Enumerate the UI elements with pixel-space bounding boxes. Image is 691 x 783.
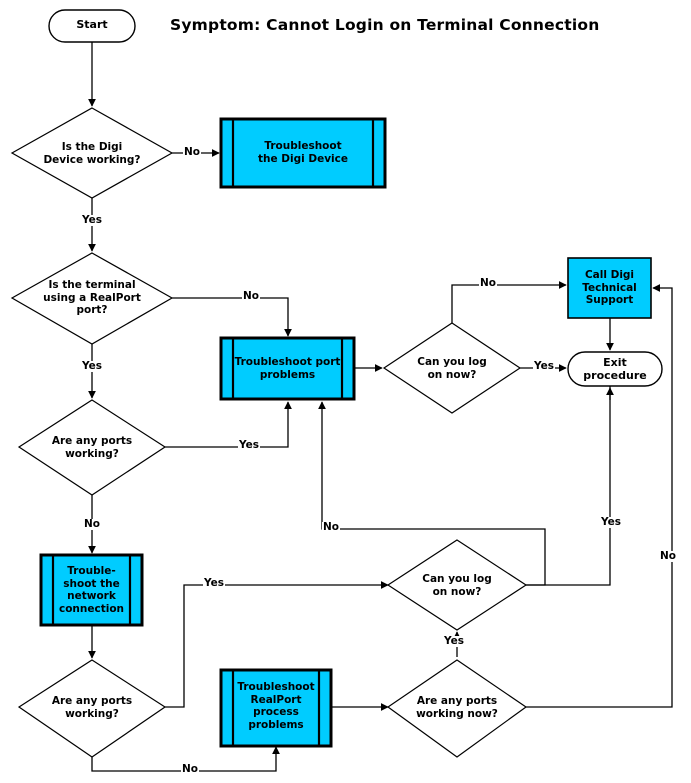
edge-q-ports1-yes — [165, 401, 292, 448]
node-q-ports-working-now[interactable] — [386, 659, 528, 758]
node-troubleshoot-realport-process[interactable] — [219, 668, 333, 748]
edge-label-q-realport-yes: Yes — [81, 360, 104, 372]
node-q-ports-working-1[interactable] — [17, 399, 167, 496]
page-title: Symptom: Cannot Login on Terminal Connec… — [170, 16, 600, 34]
edge-label-ports-now-yes: Yes — [443, 635, 466, 647]
edge-label-logon-top-no: No — [479, 277, 498, 289]
edge-label-logon-bottom-yes: Yes — [600, 516, 623, 528]
edge-label-logon-bottom-no: No — [322, 521, 341, 533]
edge-ports-now-no — [526, 284, 673, 708]
edge-label-q-ports2-no: No — [181, 763, 200, 775]
edge-q-realport-no — [172, 297, 292, 337]
edge-logon-bottom-yes-path — [526, 386, 611, 586]
edge-label-ports-now-no: No — [659, 550, 678, 562]
node-q-logon-top[interactable] — [382, 322, 522, 414]
edge-label-q-ports1-yes: Yes — [238, 439, 261, 451]
edge-label-q-realport-no: No — [242, 290, 261, 302]
edge-label-q-ports2-yes: Yes — [203, 577, 226, 589]
node-troubleshoot-port-problems[interactable] — [219, 336, 356, 401]
edge-logon-top-no — [451, 281, 567, 323]
node-exit-procedure[interactable] — [567, 351, 663, 387]
node-troubleshoot-network[interactable] — [39, 553, 144, 627]
flow-shapes — [10, 9, 663, 758]
node-q-logon-bottom[interactable] — [386, 539, 528, 631]
node-call-digi-support[interactable] — [567, 257, 652, 319]
node-troubleshoot-digi[interactable] — [219, 117, 387, 189]
node-start[interactable] — [48, 9, 136, 43]
node-q-digi-device[interactable] — [10, 107, 174, 199]
edge-label-q-digi-yes: Yes — [81, 214, 104, 226]
edge-label-logon-top-yes: Yes — [533, 360, 556, 372]
edge-label-q-ports1-no: No — [83, 518, 102, 530]
node-q-ports-working-2[interactable] — [17, 659, 167, 758]
edge-label-q-digi-no: No — [183, 146, 202, 158]
edge-q-ports2-yes — [165, 581, 389, 708]
node-q-realport-terminal[interactable] — [10, 252, 174, 345]
